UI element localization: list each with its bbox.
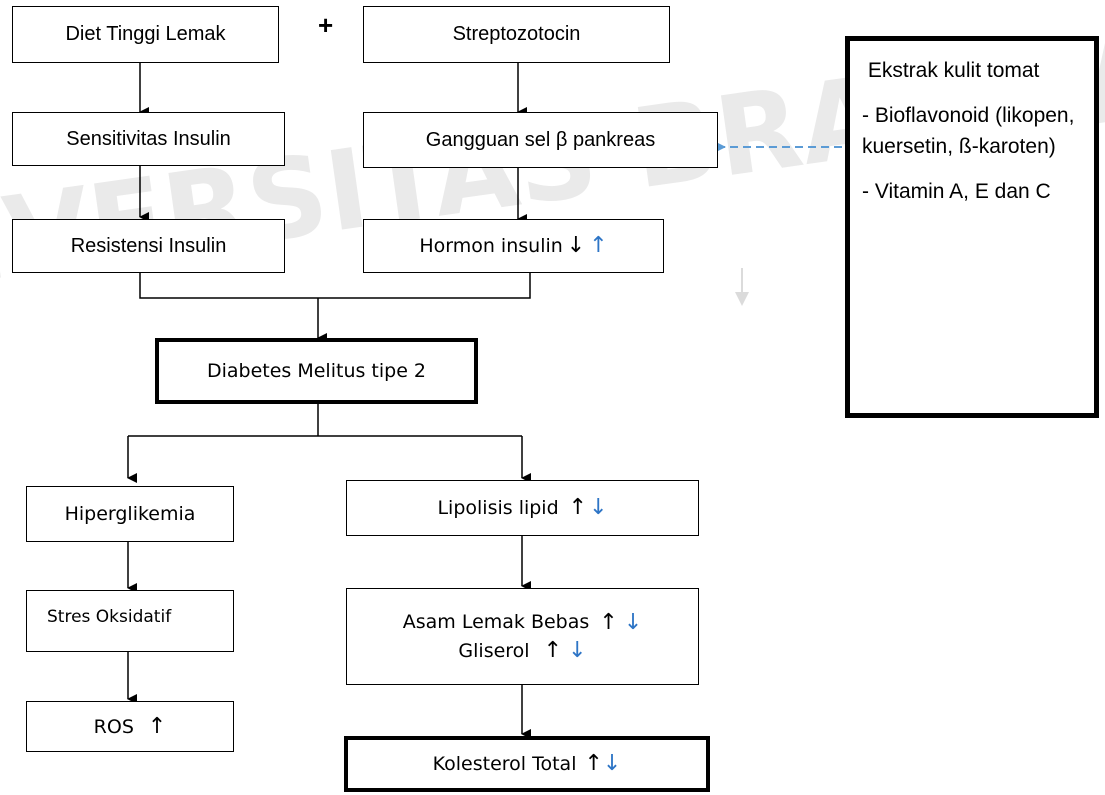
box-asam-label: Asam Lemak Bebas <box>402 611 590 633</box>
box-asam-lemak-gliserol: Asam Lemak Bebas ↑ ↓ Gliserol ↑ ↓ <box>346 588 699 685</box>
box-gangguan-label: Gangguan sel β pankreas <box>425 128 656 151</box>
box-lipolisis-label: Lipolisis lipid <box>437 497 559 519</box>
box-streptozotocin: Streptozotocin <box>363 6 670 63</box>
box-gangguan-sel-beta: Gangguan sel β pankreas <box>363 112 718 168</box>
panel-item-vitamin: - Vitamin A, E dan C <box>862 180 1051 203</box>
up-arrow-icon: ↑ <box>589 233 608 258</box>
down-arrow-icon: ↓ <box>566 233 586 258</box>
panel-ekstrak-kulit-tomat: Ekstrak kulit tomat - Bioflavonoid (liko… <box>845 36 1099 418</box>
box-stz-label: Streptozotocin <box>452 23 581 45</box>
box-stres-label: Stres Oksidatif <box>47 607 172 627</box>
merge-line <box>139 273 531 299</box>
gliserol-row: Gliserol ↑ ↓ <box>458 637 586 666</box>
plus-operator: + <box>318 10 334 40</box>
panel-title: Ekstrak kulit tomat <box>862 59 1040 82</box>
box-stres-oksidatif: Stres Oksidatif <box>26 590 234 652</box>
box-resistensi-label: Resistensi Insulin <box>70 234 227 257</box>
box-resistensi-insulin: Resistensi Insulin <box>12 219 285 273</box>
up-arrow-icon: ↑ <box>584 751 603 776</box>
box-kolesterol-label: Kolesterol Total <box>432 753 577 775</box>
faint-arrow <box>735 268 749 306</box>
box-hormon-label: Hormon insulin <box>419 235 563 257</box>
box-dm-label: Diabetes Melitus tipe 2 <box>206 360 427 382</box>
down-arrow-icon: ↓ <box>623 609 643 635</box>
box-diabetes-melitus: Diabetes Melitus tipe 2 <box>155 338 478 404</box>
panel-item-bioflavonoid: - Bioflavonoid (likopen, kuersetin, ß-ka… <box>862 104 1075 158</box>
up-arrow-icon: ↑ <box>147 713 167 739</box>
down-arrow-icon: ↓ <box>602 751 622 776</box>
down-arrow-icon: ↓ <box>568 638 587 663</box>
box-diet-tinggi-lemak: Diet Tinggi Lemak <box>12 6 279 63</box>
box-lipolisis-lipid: Lipolisis lipid ↑ ↓ <box>346 480 699 536</box>
asam-lemak-row: Asam Lemak Bebas ↑ ↓ <box>403 608 643 637</box>
box-gliserol-label: Gliserol <box>458 639 530 662</box>
box-diet-label: Diet Tinggi Lemak <box>65 23 226 45</box>
up-arrow-icon: ↑ <box>599 609 618 635</box>
box-ros: ROS ↑ <box>26 701 234 752</box>
up-arrow-icon: ↑ <box>543 638 563 663</box>
box-hiperglikemia-label: Hiperglikemia <box>64 503 196 525</box>
box-ros-label: ROS <box>93 715 134 738</box>
box-hiperglikemia: Hiperglikemia <box>26 486 234 542</box>
box-hormon-insulin: Hormon insulin ↓ ↑ <box>363 219 664 273</box>
box-sensitivitas-insulin: Sensitivitas Insulin <box>12 112 285 166</box>
box-kolesterol-total: Kolesterol Total ↑ ↓ <box>344 736 710 792</box>
box-sensitivitas-label: Sensitivitas Insulin <box>66 127 231 150</box>
down-arrow-icon: ↓ <box>589 495 608 520</box>
up-arrow-icon: ↑ <box>568 495 588 520</box>
